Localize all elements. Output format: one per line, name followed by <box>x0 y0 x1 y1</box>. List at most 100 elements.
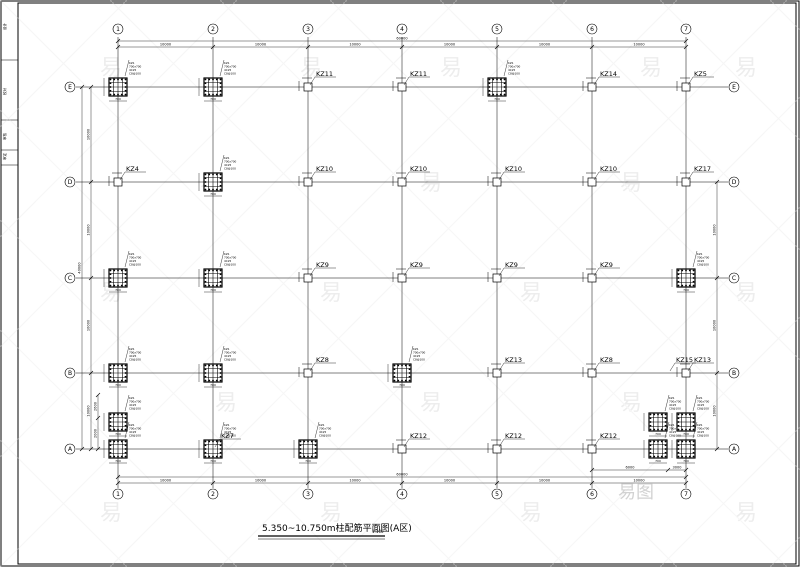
rebar-dot <box>688 440 691 443</box>
rebar-dot <box>488 89 491 92</box>
section-note: 4C25 <box>669 403 677 407</box>
column-tag-label: KZ12 <box>410 432 427 440</box>
axis-bubble-6: 6 <box>586 23 598 35</box>
section-note: 4C25 <box>697 403 705 407</box>
top-dim-tick <box>399 44 405 50</box>
rebar-dot <box>120 428 123 431</box>
rebar-dot <box>664 424 667 427</box>
rebar-dot <box>117 364 119 367</box>
column-outline <box>681 82 691 92</box>
section-dim-label: 700 <box>210 383 216 387</box>
rebar-dot <box>204 177 207 180</box>
rebar-dot <box>109 451 112 454</box>
column-tag: KZ9 <box>403 261 430 277</box>
watermark-line <box>0 0 567 567</box>
column-outline <box>397 177 407 187</box>
rebar-dot <box>204 82 207 85</box>
rebar-dot <box>117 413 119 416</box>
watermark-line <box>439 0 800 361</box>
column-tag-label: KZ13 <box>505 356 522 364</box>
small-column <box>392 439 407 454</box>
section-note: 4C25 <box>224 259 232 263</box>
rebar-dot <box>677 273 680 276</box>
rebar-dot <box>117 93 119 96</box>
section-note: C8@100 <box>129 407 141 411</box>
rebar-dot <box>499 93 502 96</box>
tag-leader <box>687 171 694 181</box>
rebar-dot <box>681 413 684 416</box>
title-block: 设计 校对 审核 审定 <box>1 23 18 166</box>
rebar-dot <box>117 379 119 382</box>
axis-circle <box>396 23 408 35</box>
axis-label: 3 <box>306 491 310 498</box>
rebar-dot <box>215 78 218 81</box>
rebar-dot <box>408 364 411 367</box>
column-outline <box>397 273 407 283</box>
axis-label: 5 <box>495 491 499 498</box>
rebar-dot <box>120 284 123 287</box>
rebar-dot <box>208 269 211 272</box>
watermark-line <box>0 0 238 238</box>
section-dim-label: 700 <box>494 97 500 101</box>
section-note: KZ1 <box>508 61 514 65</box>
axis-circle <box>728 81 740 93</box>
top-dim-label: 10000 <box>349 43 360 47</box>
rebar-dot <box>208 93 211 96</box>
section-dim-label: 700 <box>655 432 661 436</box>
rebar-dot <box>124 424 127 427</box>
column-tag: KZ12 <box>498 432 525 448</box>
rebar-dot <box>685 269 687 272</box>
rebar-dot <box>408 375 411 378</box>
rebar-dot <box>219 269 222 272</box>
watermark-glyph: 易 <box>735 501 757 526</box>
rebar-dot <box>488 82 491 85</box>
axis-bubble-D: D <box>64 176 76 188</box>
section-note: 700x700 <box>413 351 426 355</box>
axis-label: 4 <box>400 491 404 498</box>
section-note: C8@100 <box>129 434 141 438</box>
rebar-dot <box>124 277 127 279</box>
left-total-dim-label: 40000 <box>78 262 82 273</box>
axis-bubble-1: 1 <box>112 23 124 35</box>
rebar-dot <box>124 78 127 81</box>
column-outline <box>587 368 597 378</box>
section-dim-label: 700 <box>115 459 121 463</box>
column-tag: KZ10 <box>309 165 336 181</box>
right-dim-label: 10000 <box>713 224 717 235</box>
rebar-dot <box>688 428 691 431</box>
rebar-dot <box>215 93 218 96</box>
section-note: 4C25 <box>508 68 516 72</box>
rebar-dot <box>303 455 306 458</box>
section-note: KZ1 <box>669 396 675 400</box>
tag-leader <box>593 267 600 277</box>
bottom-right-offset-dim-label: 3000 <box>673 466 682 470</box>
rebar-dot <box>120 93 123 96</box>
bottom-dim-label: 10000 <box>255 479 266 483</box>
rebar-dot <box>657 455 659 458</box>
rebar-dot <box>219 181 222 183</box>
rebar-dot <box>109 364 112 367</box>
section-leader <box>219 59 225 77</box>
section-note: C8@100 <box>669 407 681 411</box>
rebar-dot <box>109 444 112 447</box>
rebar-dot <box>109 86 112 88</box>
rebar-dot <box>109 78 112 81</box>
rebar-dot <box>677 448 680 450</box>
rebar-dot <box>657 413 659 416</box>
bottom-total-dim-tick <box>683 474 689 480</box>
column-tag-label: KZ7 <box>221 432 234 440</box>
watermark-glyph: 易 <box>735 56 757 81</box>
right-dim-label: 10000 <box>713 320 717 331</box>
rebar-dot <box>692 451 695 454</box>
left-dim-label: 10000 <box>87 320 91 331</box>
bottom-dim-tick <box>210 480 216 486</box>
watermark-line <box>329 0 800 471</box>
bottom-dim-label: 10000 <box>539 479 550 483</box>
axis-circle <box>207 23 219 35</box>
rebar-dot <box>204 89 207 92</box>
rebar-dot <box>219 173 222 176</box>
column-tag: KZ11 <box>309 70 336 86</box>
